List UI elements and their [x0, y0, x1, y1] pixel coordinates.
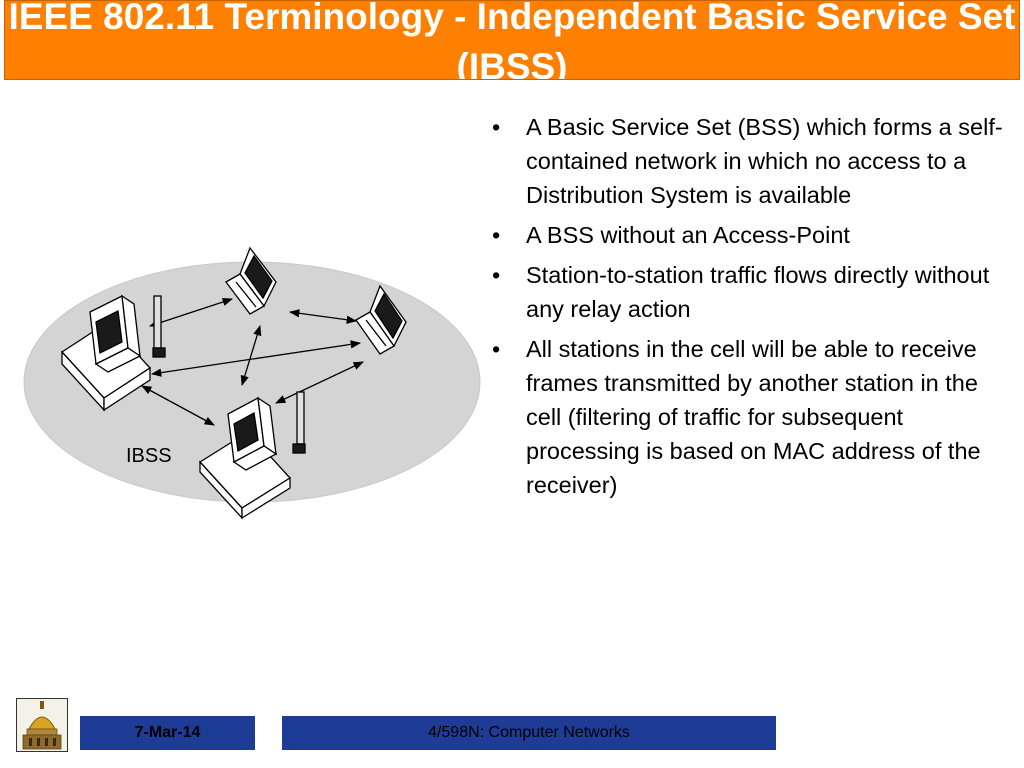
title-bar: IEEE 802.11 Terminology - Independent Ba… [4, 0, 1020, 80]
bullet-icon: • [492, 262, 501, 288]
arrow-laptop-right-desktop-bottom [275, 361, 364, 404]
desktop-bottom-icon [198, 391, 306, 520]
bullet-icon: • [492, 114, 501, 140]
bullet-text: Station-to-station traffic flows directl… [526, 262, 990, 322]
laptop-right-icon [355, 284, 407, 355]
desktop-left-icon [61, 294, 166, 412]
arrow-desktop-left-laptop-top [149, 297, 233, 328]
footer-date: 7-Mar-14 [80, 716, 255, 750]
bullet-text: All stations in the cell will be able to… [526, 336, 981, 498]
bullet-icon: • [492, 222, 501, 248]
link-arrows [141, 297, 364, 426]
golden-dome-icon [16, 698, 68, 752]
bullet-item: • A BSS without an Access-Point [492, 218, 1012, 252]
bullet-list: • A Basic Service Set (BSS) which forms … [492, 110, 1012, 508]
arrow-laptop-top-desktop-bottom [240, 325, 262, 386]
bullet-text: A Basic Service Set (BSS) which forms a … [526, 114, 1003, 208]
slide-title: IEEE 802.11 Terminology - Independent Ba… [8, 0, 1016, 80]
ibss-diagram [23, 246, 481, 520]
bullet-item: • A Basic Service Set (BSS) which forms … [492, 110, 1012, 212]
bullet-item: • All stations in the cell will be able … [492, 332, 1012, 502]
footer-course-title: 4/598N: Computer Networks [282, 716, 776, 750]
arrow-laptop-top-laptop-right [288, 309, 358, 324]
bullet-text: A BSS without an Access-Point [526, 222, 850, 248]
bullet-icon: • [492, 336, 501, 362]
laptop-top-icon [225, 246, 277, 315]
ibss-label: IBSS [126, 445, 172, 467]
bullet-item: • Station-to-station traffic flows direc… [492, 258, 1012, 326]
arrow-desktop-left-desktop-bottom [141, 385, 215, 426]
